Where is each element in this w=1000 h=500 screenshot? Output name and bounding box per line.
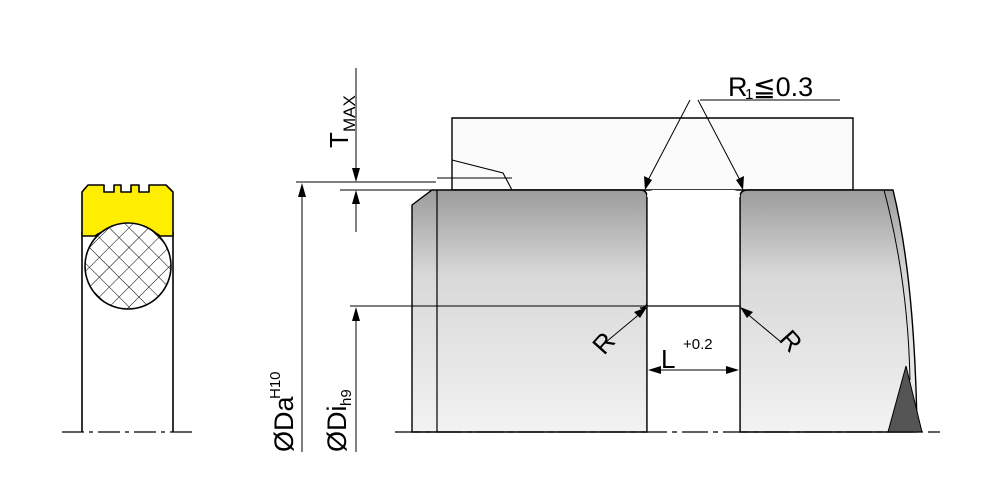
tmax-arrow-down <box>352 168 360 182</box>
r1-arrow-right <box>736 176 744 190</box>
di-arrow <box>352 307 360 321</box>
housing-plate <box>451 117 854 191</box>
tmax-arrow-up <box>352 190 360 204</box>
r1-subscript: 1 <box>745 86 753 103</box>
r1-leader-left <box>644 99 691 187</box>
left-part-block <box>411 189 648 433</box>
da-label: ØDa <box>269 396 299 453</box>
r-left-leader <box>605 311 643 343</box>
r1-leader-right <box>697 99 744 187</box>
dimensions <box>296 68 840 452</box>
r1-arrow-left <box>644 176 652 190</box>
seal-cross-section <box>62 184 196 433</box>
r-right-leader <box>744 311 782 343</box>
r1-value: ≦0.3 <box>753 72 813 102</box>
da-tolerance: H10 <box>267 371 284 399</box>
oring-outline <box>84 222 172 310</box>
l-label: L <box>661 344 675 374</box>
l-tolerance: +0.2 <box>683 336 713 353</box>
right-part-block <box>739 189 918 433</box>
r1-label: R <box>728 72 748 102</box>
di-label: ØDi <box>322 406 352 453</box>
tmax-label: T <box>324 132 354 148</box>
groove-opening <box>647 190 740 432</box>
oring-hatching <box>85 223 171 309</box>
l-arrow-left <box>648 366 661 374</box>
tmax-subscript: MAX <box>340 95 359 132</box>
right-part-curve-line <box>883 189 911 381</box>
l-arrow-right <box>726 366 739 374</box>
di-tolerance: h9 <box>338 389 355 406</box>
da-arrow <box>298 183 306 197</box>
r-right-arrow <box>740 307 753 318</box>
r-left-arrow <box>634 307 647 318</box>
groove-assembly <box>395 117 940 433</box>
